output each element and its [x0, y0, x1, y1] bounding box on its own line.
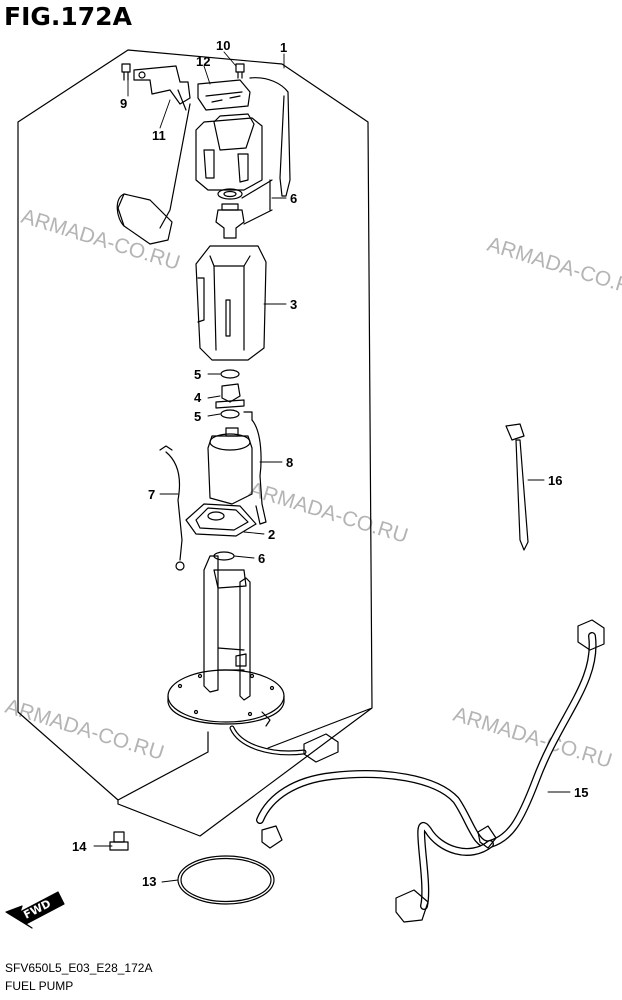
- pump-connector-harness: [229, 725, 339, 763]
- callout-15: 14: [72, 839, 87, 854]
- figure-title: FIG.172A: [4, 2, 132, 31]
- callout-13: 12: [196, 54, 210, 69]
- callout-8: 7: [148, 487, 155, 502]
- callout-5-lower: 5: [194, 409, 201, 424]
- part-clamp-13: [197, 79, 251, 111]
- part-5-ring-lower: [220, 409, 240, 419]
- part-15-bolt: [109, 831, 129, 851]
- fwd-arrow-icon: FWD: [5, 891, 65, 929]
- part-screw-10: [121, 63, 131, 81]
- callout-16: 15: [574, 785, 588, 800]
- leader-lines: [93, 51, 571, 883]
- callouts: 1 10 12 9 11 6 3 5 4 5 8 7 2 6 16 15 13 …: [72, 38, 588, 889]
- callout-7: 6: [290, 191, 297, 206]
- callout-12: 11: [152, 128, 166, 143]
- watermark-2: ARMADA-CO.RU: [485, 233, 622, 303]
- watermark-1: ARMADA-CO.RU: [19, 205, 183, 275]
- part-2-filter: [185, 503, 257, 537]
- callout-5-upper: 5: [194, 367, 201, 382]
- part-7: [215, 179, 273, 239]
- part-3-housing: [195, 245, 267, 361]
- fuel-level-sender: [116, 77, 291, 245]
- part-upper-cap: [195, 113, 263, 191]
- diagram-title: FUEL PUMP: [5, 979, 74, 993]
- diagram-code: SFV650L5_E03_E28_172A: [5, 961, 153, 975]
- pump-base-plate: [167, 669, 285, 727]
- pump-bracket: [203, 555, 251, 701]
- callout-17: 16: [548, 473, 562, 488]
- part-bracket-12: [133, 65, 191, 111]
- part-4: [215, 383, 245, 409]
- callout-6: 6: [258, 551, 265, 566]
- callout-9: 8: [286, 455, 293, 470]
- part-9-pump: [207, 411, 267, 525]
- callout-14: 13: [142, 874, 156, 889]
- callout-3: 3: [290, 297, 297, 312]
- watermarks: ARMADA-CO.RU ARMADA-CO.RU ARMADA-CO.RU A…: [3, 205, 622, 773]
- part-17-tie: [505, 423, 529, 551]
- callout-2: 2: [268, 527, 275, 542]
- callout-1: 1: [280, 40, 287, 55]
- watermark-4: ARMADA-CO.RU: [3, 695, 167, 765]
- part-8-wire: [159, 445, 185, 571]
- part-16-hose: [256, 619, 605, 923]
- callout-11: 10: [216, 38, 230, 53]
- callout-10: 9: [120, 96, 127, 111]
- callout-4: 4: [194, 390, 202, 405]
- watermark-5: ARMADA-CO.RU: [451, 703, 615, 773]
- part-14-gasket: [177, 855, 275, 905]
- part-screw-11: [235, 63, 245, 79]
- assembly-outline: [17, 49, 373, 837]
- part-5-ring-upper: [220, 369, 240, 379]
